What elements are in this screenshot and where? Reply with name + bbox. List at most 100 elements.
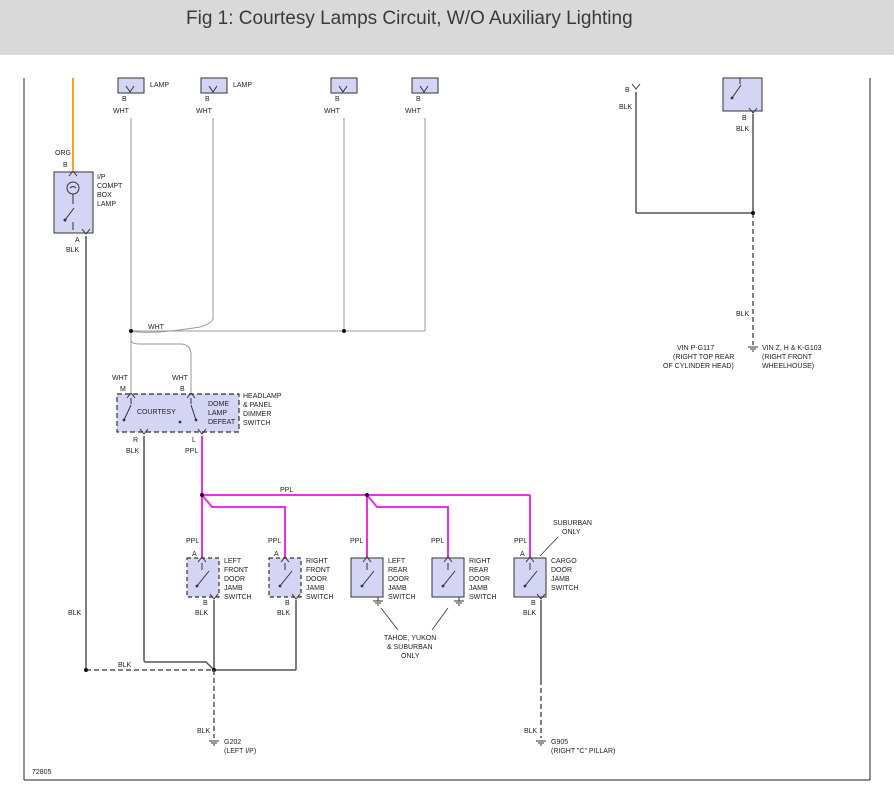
blk-left-label: BLK	[68, 610, 82, 617]
right-top-switch	[722, 77, 763, 114]
rf-label-5: SWITCH	[306, 594, 334, 601]
rf-wire-top: PPL	[268, 538, 281, 545]
rr-label-2: REAR	[469, 567, 488, 574]
rear-note-3: ONLY	[401, 653, 420, 660]
switch-label-4: SWITCH	[243, 420, 271, 427]
g117-line-1: VIN P-G117	[677, 345, 714, 352]
g905-name: G905	[551, 739, 568, 746]
right-ground-symbol	[748, 346, 758, 352]
figure-header: Fig 1: Courtesy Lamps Circuit, W/O Auxil…	[0, 0, 894, 55]
switch-dome-1: DOME	[208, 401, 229, 408]
schematic-frame: LAMP B WHT LAMP B WHT B WHT B WHT WHT OR…	[0, 55, 894, 795]
top-lamp-3-pin: B	[335, 96, 340, 103]
right-top-wires	[635, 92, 754, 214]
headlamp-dimmer-switch	[116, 392, 240, 435]
cargo-pin-bottom: B	[531, 600, 536, 607]
ip-lamp-label-1: I/P	[97, 174, 106, 181]
switch-wire-m: WHT	[112, 375, 129, 382]
wht-junction-right	[342, 329, 346, 333]
left-front-door-jamb-switch: PPL A LEFT FRONT DOOR JAMB SWITCH B BLK	[186, 538, 252, 617]
switch-pin-r: R	[133, 437, 138, 444]
ppl-bus-label: PPL	[280, 487, 293, 494]
rf-wire-bottom: BLK	[277, 610, 291, 617]
rr-wire-top: PPL	[431, 538, 444, 545]
top-lamp-2-label: LAMP	[233, 82, 252, 89]
rear-note-1: TAHOE, YUKON	[384, 635, 436, 642]
lf-label-1: LEFT	[224, 558, 242, 565]
top-lamp-2-pin: B	[205, 96, 210, 103]
rf-pin-top: A	[274, 551, 279, 558]
wht-junction-left	[129, 329, 133, 333]
rr-label-5: SWITCH	[469, 594, 497, 601]
rf-label-1: RIGHT	[306, 558, 329, 565]
g103-line-1: VIN Z, H & K-G103	[762, 345, 822, 352]
top-lamp-2-wire: WHT	[196, 108, 213, 115]
g202-ground-symbol	[209, 740, 219, 746]
switch-r-blk-wire	[143, 436, 215, 671]
switch-label-1: HEADLAMP	[243, 393, 282, 400]
figure-title: Fig 1: Courtesy Lamps Circuit, W/O Auxil…	[186, 8, 633, 29]
rear-note-leader-right	[431, 607, 449, 631]
right-sw-pin: B	[742, 115, 747, 122]
lf-label-4: JAMB	[224, 585, 243, 592]
ppl-wires	[201, 436, 531, 560]
top-lamp-1-pin: B	[122, 96, 127, 103]
rf-label-4: JAMB	[306, 585, 325, 592]
g103-line-2: (RIGHT FRONT	[762, 354, 813, 361]
cargo-pin-top: A	[520, 551, 525, 558]
ip-lamp-wire-top: ORG	[55, 150, 71, 157]
blk-bus-label: BLK	[118, 662, 132, 669]
top-lamp-3: B WHT	[324, 77, 358, 115]
left-rear-door-jamb-switch: PPL LEFT REAR DOOR JAMB SWITCH	[350, 538, 416, 606]
top-lamp-1: LAMP B WHT	[113, 77, 169, 115]
wiring-diagram: LAMP B WHT LAMP B WHT B WHT B WHT WHT OR…	[23, 77, 871, 781]
figure-number: 72805	[32, 769, 52, 776]
g202-wire-label: BLK	[197, 728, 211, 735]
right-left-wire: BLK	[619, 104, 633, 111]
lr-label-2: REAR	[388, 567, 407, 574]
right-left-pin: B	[625, 87, 630, 94]
g905-wire-label: BLK	[524, 728, 538, 735]
lr-label-5: SWITCH	[388, 594, 416, 601]
switch-pin-l: L	[192, 437, 196, 444]
switch-pin-b: B	[180, 386, 185, 393]
switch-courtesy: COURTESY	[137, 409, 176, 416]
rf-label-3: DOOR	[306, 576, 327, 583]
switch-pin-m: M	[120, 386, 126, 393]
blk-ground-wires	[213, 600, 542, 680]
cargo-label-4: SWITCH	[551, 585, 579, 592]
right-junction	[751, 211, 755, 215]
ip-lamp-wire-bottom: BLK	[66, 247, 80, 254]
rf-pin-bottom: B	[285, 600, 290, 607]
switch-wire-l: PPL	[185, 448, 198, 455]
right-rear-door-jamb-switch: PPL RIGHT REAR DOOR JAMB SWITCH	[431, 538, 497, 606]
ip-lamp-label-2: COMPT	[97, 183, 123, 190]
ip-compt-box-lamp	[53, 170, 94, 235]
ppl-junction-left	[200, 493, 204, 497]
wht-bus-label: WHT	[148, 324, 165, 331]
top-lamp-1-wire: WHT	[113, 108, 130, 115]
cargo-label-1: CARGO	[551, 558, 577, 565]
lr-wire-top: PPL	[350, 538, 363, 545]
g117-line-3: OF CYLINDER HEAD)	[663, 363, 734, 370]
top-lamp-2: LAMP B WHT	[196, 77, 252, 115]
ip-lamp-pin-top: B	[63, 162, 68, 169]
blk-left-junction	[84, 668, 88, 672]
suburban-only-1: SUBURBAN	[553, 520, 592, 527]
switch-dome-3: DEFEAT	[208, 419, 236, 426]
ppl-junction-right	[365, 493, 369, 497]
cargo-wire-top: PPL	[514, 538, 527, 545]
switch-wire-r: BLK	[126, 448, 140, 455]
g103-line-3: WHEELHOUSE)	[762, 363, 814, 370]
g905-note: (RIGHT "C" PILLAR)	[551, 748, 615, 755]
lf-wire-bottom: BLK	[195, 610, 209, 617]
top-lamp-1-label: LAMP	[150, 82, 169, 89]
g202-note: (LEFT I/P)	[224, 748, 256, 755]
lr-label-4: JAMB	[388, 585, 407, 592]
lr-label-3: DOOR	[388, 576, 409, 583]
switch-label-2: & PANEL	[243, 402, 272, 409]
lf-label-3: DOOR	[224, 576, 245, 583]
ip-lamp-pin-bottom: A	[75, 237, 80, 244]
lf-label-2: FRONT	[224, 567, 249, 574]
suburban-only-leader	[539, 536, 559, 557]
